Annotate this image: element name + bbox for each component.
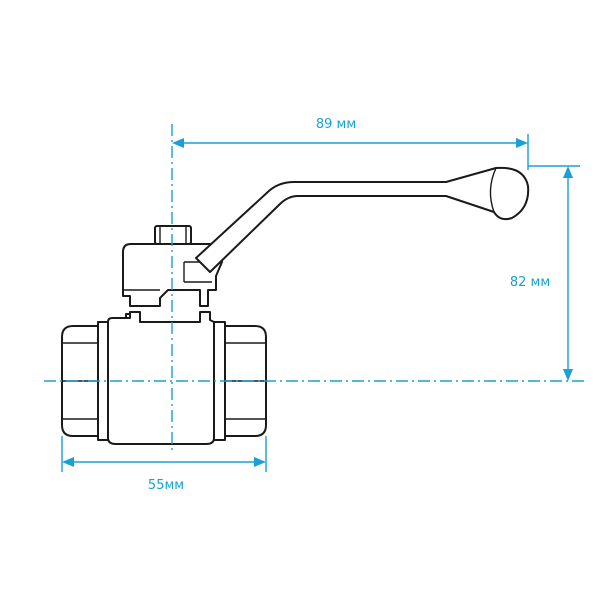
handle-length-label: 89 мм: [316, 117, 356, 132]
height-label: 82 мм: [510, 275, 550, 290]
height-dimension: [528, 165, 580, 381]
lever-handle: [195, 166, 530, 273]
handle-length-dimension: [172, 134, 529, 170]
ball-valve: [61, 166, 530, 445]
dimension-lines: [44, 124, 586, 472]
body-length-label: 55мм: [148, 478, 184, 493]
body-length-dimension: [61, 436, 267, 472]
